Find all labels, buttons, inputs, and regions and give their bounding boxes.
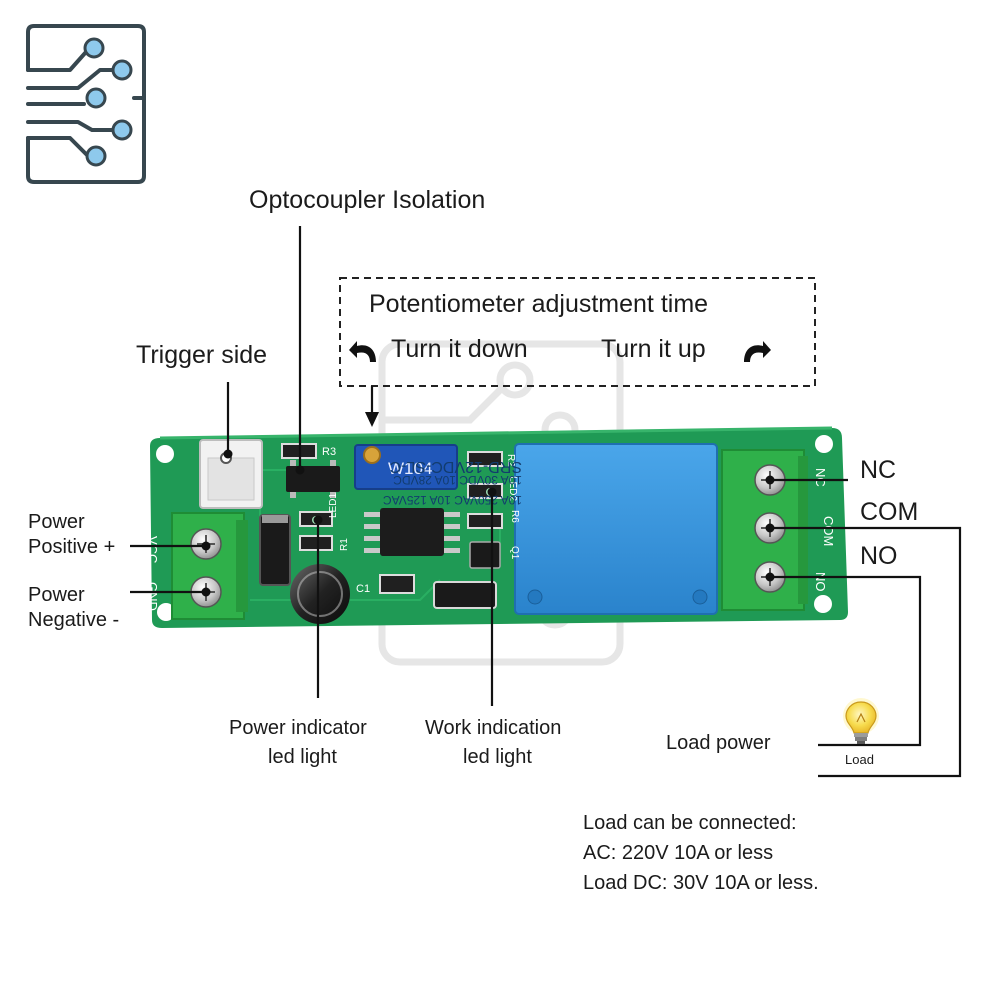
label-work-indication-line2: led light xyxy=(463,746,532,768)
label-load-power: Load power xyxy=(666,732,771,754)
load-spec-line-3: Load DC: 30V 10A or less. xyxy=(583,872,819,894)
leader-no xyxy=(770,575,922,747)
label-turn-it-down: Turn it down xyxy=(391,335,528,363)
silk-r3: R3 xyxy=(322,446,336,458)
silk-com: COM xyxy=(821,516,836,546)
silk-no: NO xyxy=(813,572,828,592)
relay xyxy=(514,443,718,615)
logo-node xyxy=(83,37,105,59)
label-work-indication-line1: Work indication xyxy=(425,717,562,739)
light-bulb-icon xyxy=(843,698,879,744)
logo-node xyxy=(85,87,107,109)
label-power-indicator-line1: Power indicator xyxy=(229,717,367,739)
potentiometer-callout-box xyxy=(339,277,816,387)
circuit-logo-icon xyxy=(26,24,146,184)
silk-r1: R1 xyxy=(339,538,350,551)
timer-ic xyxy=(380,508,444,556)
label-power-negative-line1: Power xyxy=(28,584,85,606)
silk-r6: R6 xyxy=(509,510,520,523)
logo-node xyxy=(85,145,107,167)
relay-rating-dc: 10A 30VDC 10A 28VDC xyxy=(393,473,522,487)
pot-arrowhead xyxy=(365,412,379,427)
silk-gnd: GND xyxy=(145,582,160,611)
label-potentiometer-adjustment-time: Potentiometer adjustment time xyxy=(369,290,709,318)
optocoupler-chip xyxy=(286,466,340,492)
label-turn-it-up: Turn it up xyxy=(601,335,706,363)
label-power-negative-line2: Negative - xyxy=(28,609,120,631)
logo-node xyxy=(111,59,133,81)
label-power-positive-line1: Power xyxy=(28,511,85,533)
curved-arrow-left-icon xyxy=(349,341,376,362)
label-optocoupler-isolation: Optocoupler Isolation xyxy=(249,186,486,214)
silk-nc: NC xyxy=(813,468,828,487)
silk-led2: LED2 xyxy=(507,476,518,501)
relay-rating-ac: 10A 250VAC 10A 125VAC xyxy=(383,493,522,507)
curved-arrow-right-icon xyxy=(744,341,771,362)
label-trigger-side: Trigger side xyxy=(136,341,268,369)
label-com: COM xyxy=(860,498,919,526)
relay-module-board xyxy=(150,426,848,628)
pot-screw-icon xyxy=(363,446,381,464)
load-spec-line-2: AC: 220V 10A or less xyxy=(583,842,774,864)
label-load: Load xyxy=(845,752,874,767)
logo-node xyxy=(111,119,133,141)
leader-com xyxy=(770,526,962,778)
silk-c1: C1 xyxy=(356,583,370,595)
silk-led1: LED1 xyxy=(328,493,339,518)
pot-marking: W104 xyxy=(388,459,432,478)
silk-r2: R2 xyxy=(505,454,516,467)
silk-q1: Q1 xyxy=(509,546,520,560)
label-nc: NC xyxy=(860,456,897,484)
label-no: NO xyxy=(860,542,898,570)
label-power-positive-line2: Positive + xyxy=(28,536,116,558)
load-spec-line-1: Load can be connected: xyxy=(583,812,797,834)
relay-model: SRD-12VDC-SL-C xyxy=(390,458,522,475)
silk-vcc: VCC xyxy=(145,536,160,563)
label-power-indicator-line2: led light xyxy=(268,746,337,768)
